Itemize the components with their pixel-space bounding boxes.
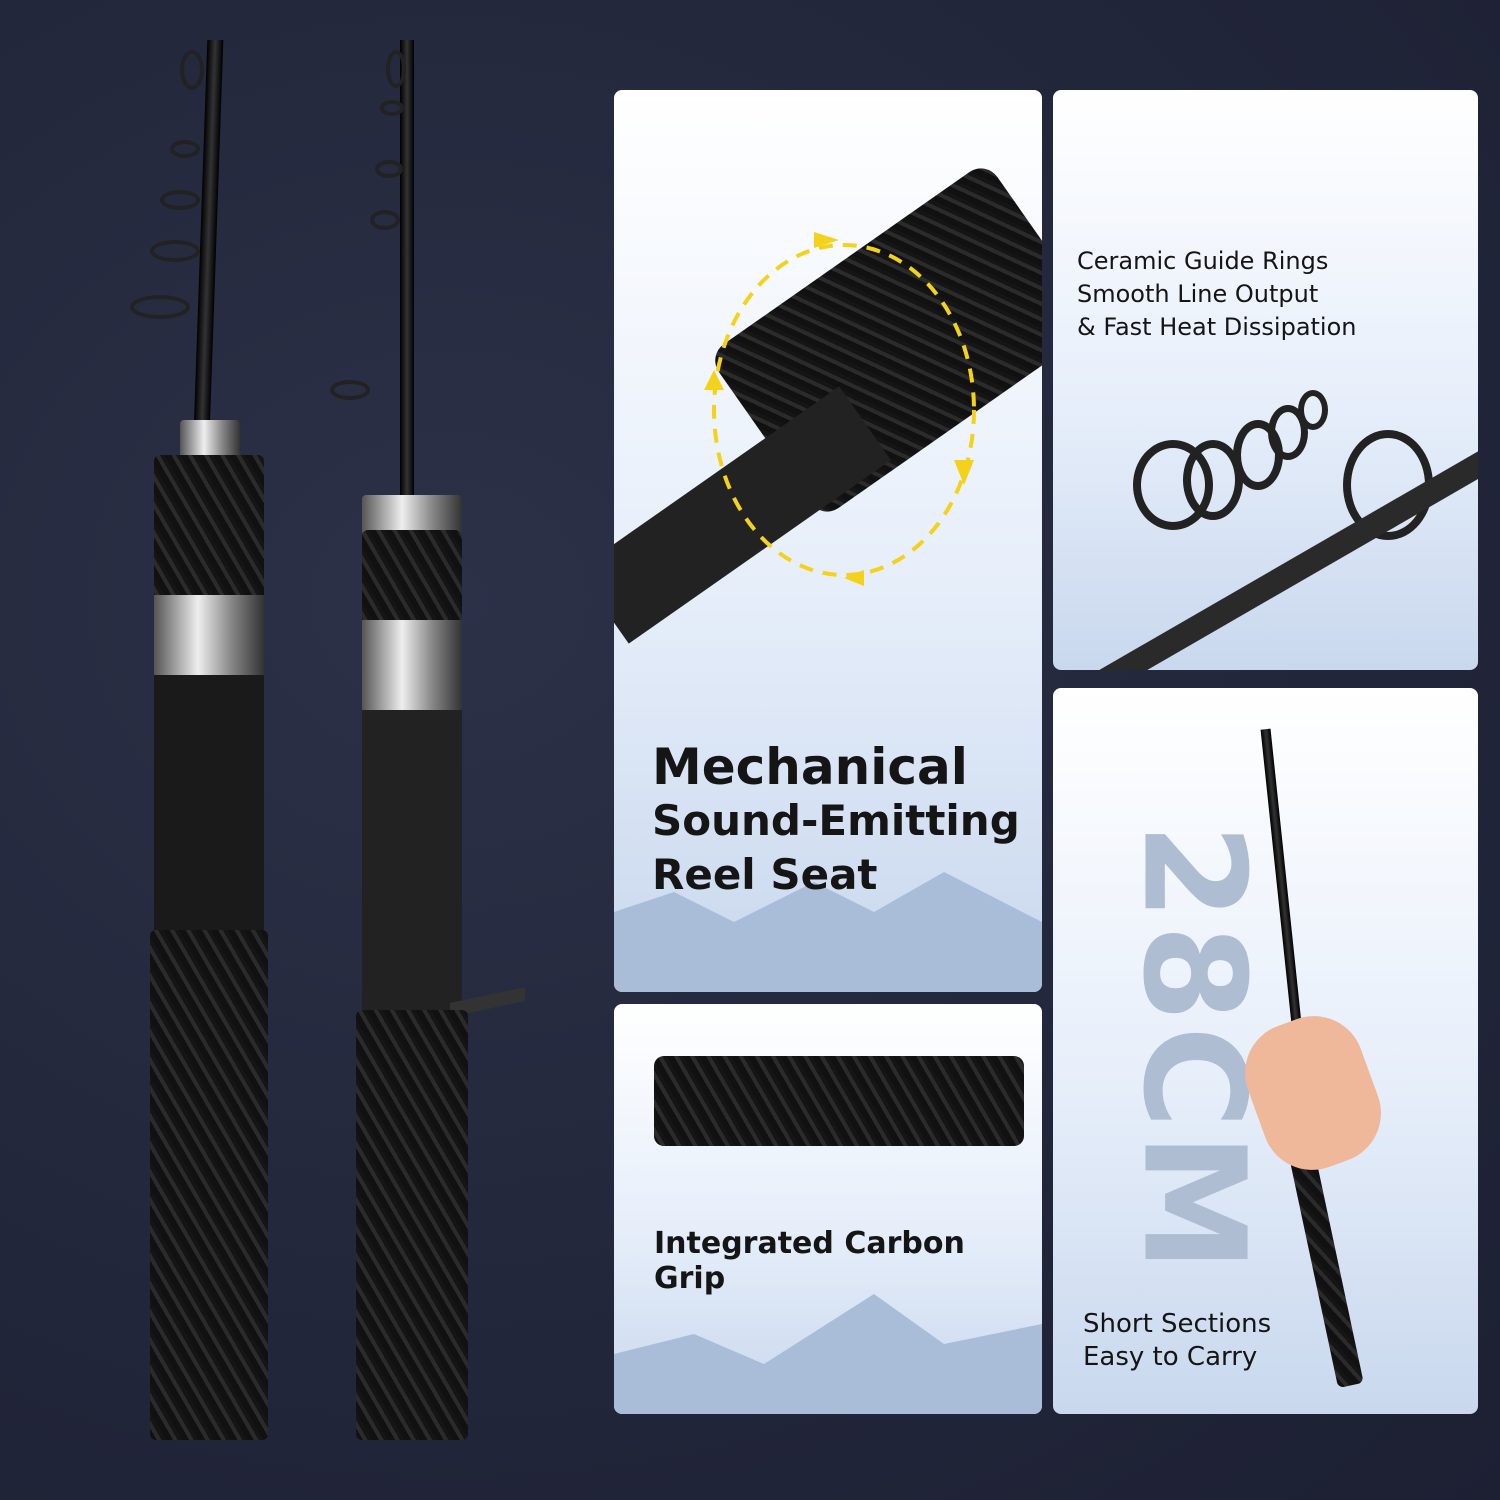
mountain-graphic	[614, 872, 1042, 992]
length-panel: 28CM Short Sections Easy to Carry	[1053, 688, 1478, 1414]
guide-rings-line-2: Smooth Line Output	[1077, 280, 1319, 308]
reel-seat-title-1: Mechanical	[652, 738, 968, 796]
spinning-rod	[130, 40, 270, 1440]
grip-panel: Integrated Carbon Grip	[614, 1004, 1042, 1414]
guide-rings-line-1: Ceramic Guide Rings	[1077, 247, 1329, 275]
reel-seat-title-3: Reel Seat	[652, 850, 878, 899]
length-line-2: Easy to Carry	[1083, 1342, 1258, 1372]
guide-rings-line-3: & Fast Heat Dissipation	[1077, 313, 1357, 341]
grip-label: Integrated Carbon Grip	[654, 1226, 965, 1296]
reel-seat-panel: Mechanical Sound-Emitting Reel Seat	[614, 90, 1042, 992]
length-line-1: Short Sections	[1083, 1309, 1272, 1339]
mountain-graphic	[614, 1294, 1042, 1414]
reel-seat-title-2: Sound-Emitting	[652, 796, 1020, 845]
carbon-grip-image	[654, 1056, 1024, 1146]
casting-rod	[330, 40, 530, 1440]
guide-rings-panel: Ceramic Guide Rings Smooth Line Output &…	[1053, 90, 1478, 670]
rotation-arrows-icon	[704, 232, 976, 586]
